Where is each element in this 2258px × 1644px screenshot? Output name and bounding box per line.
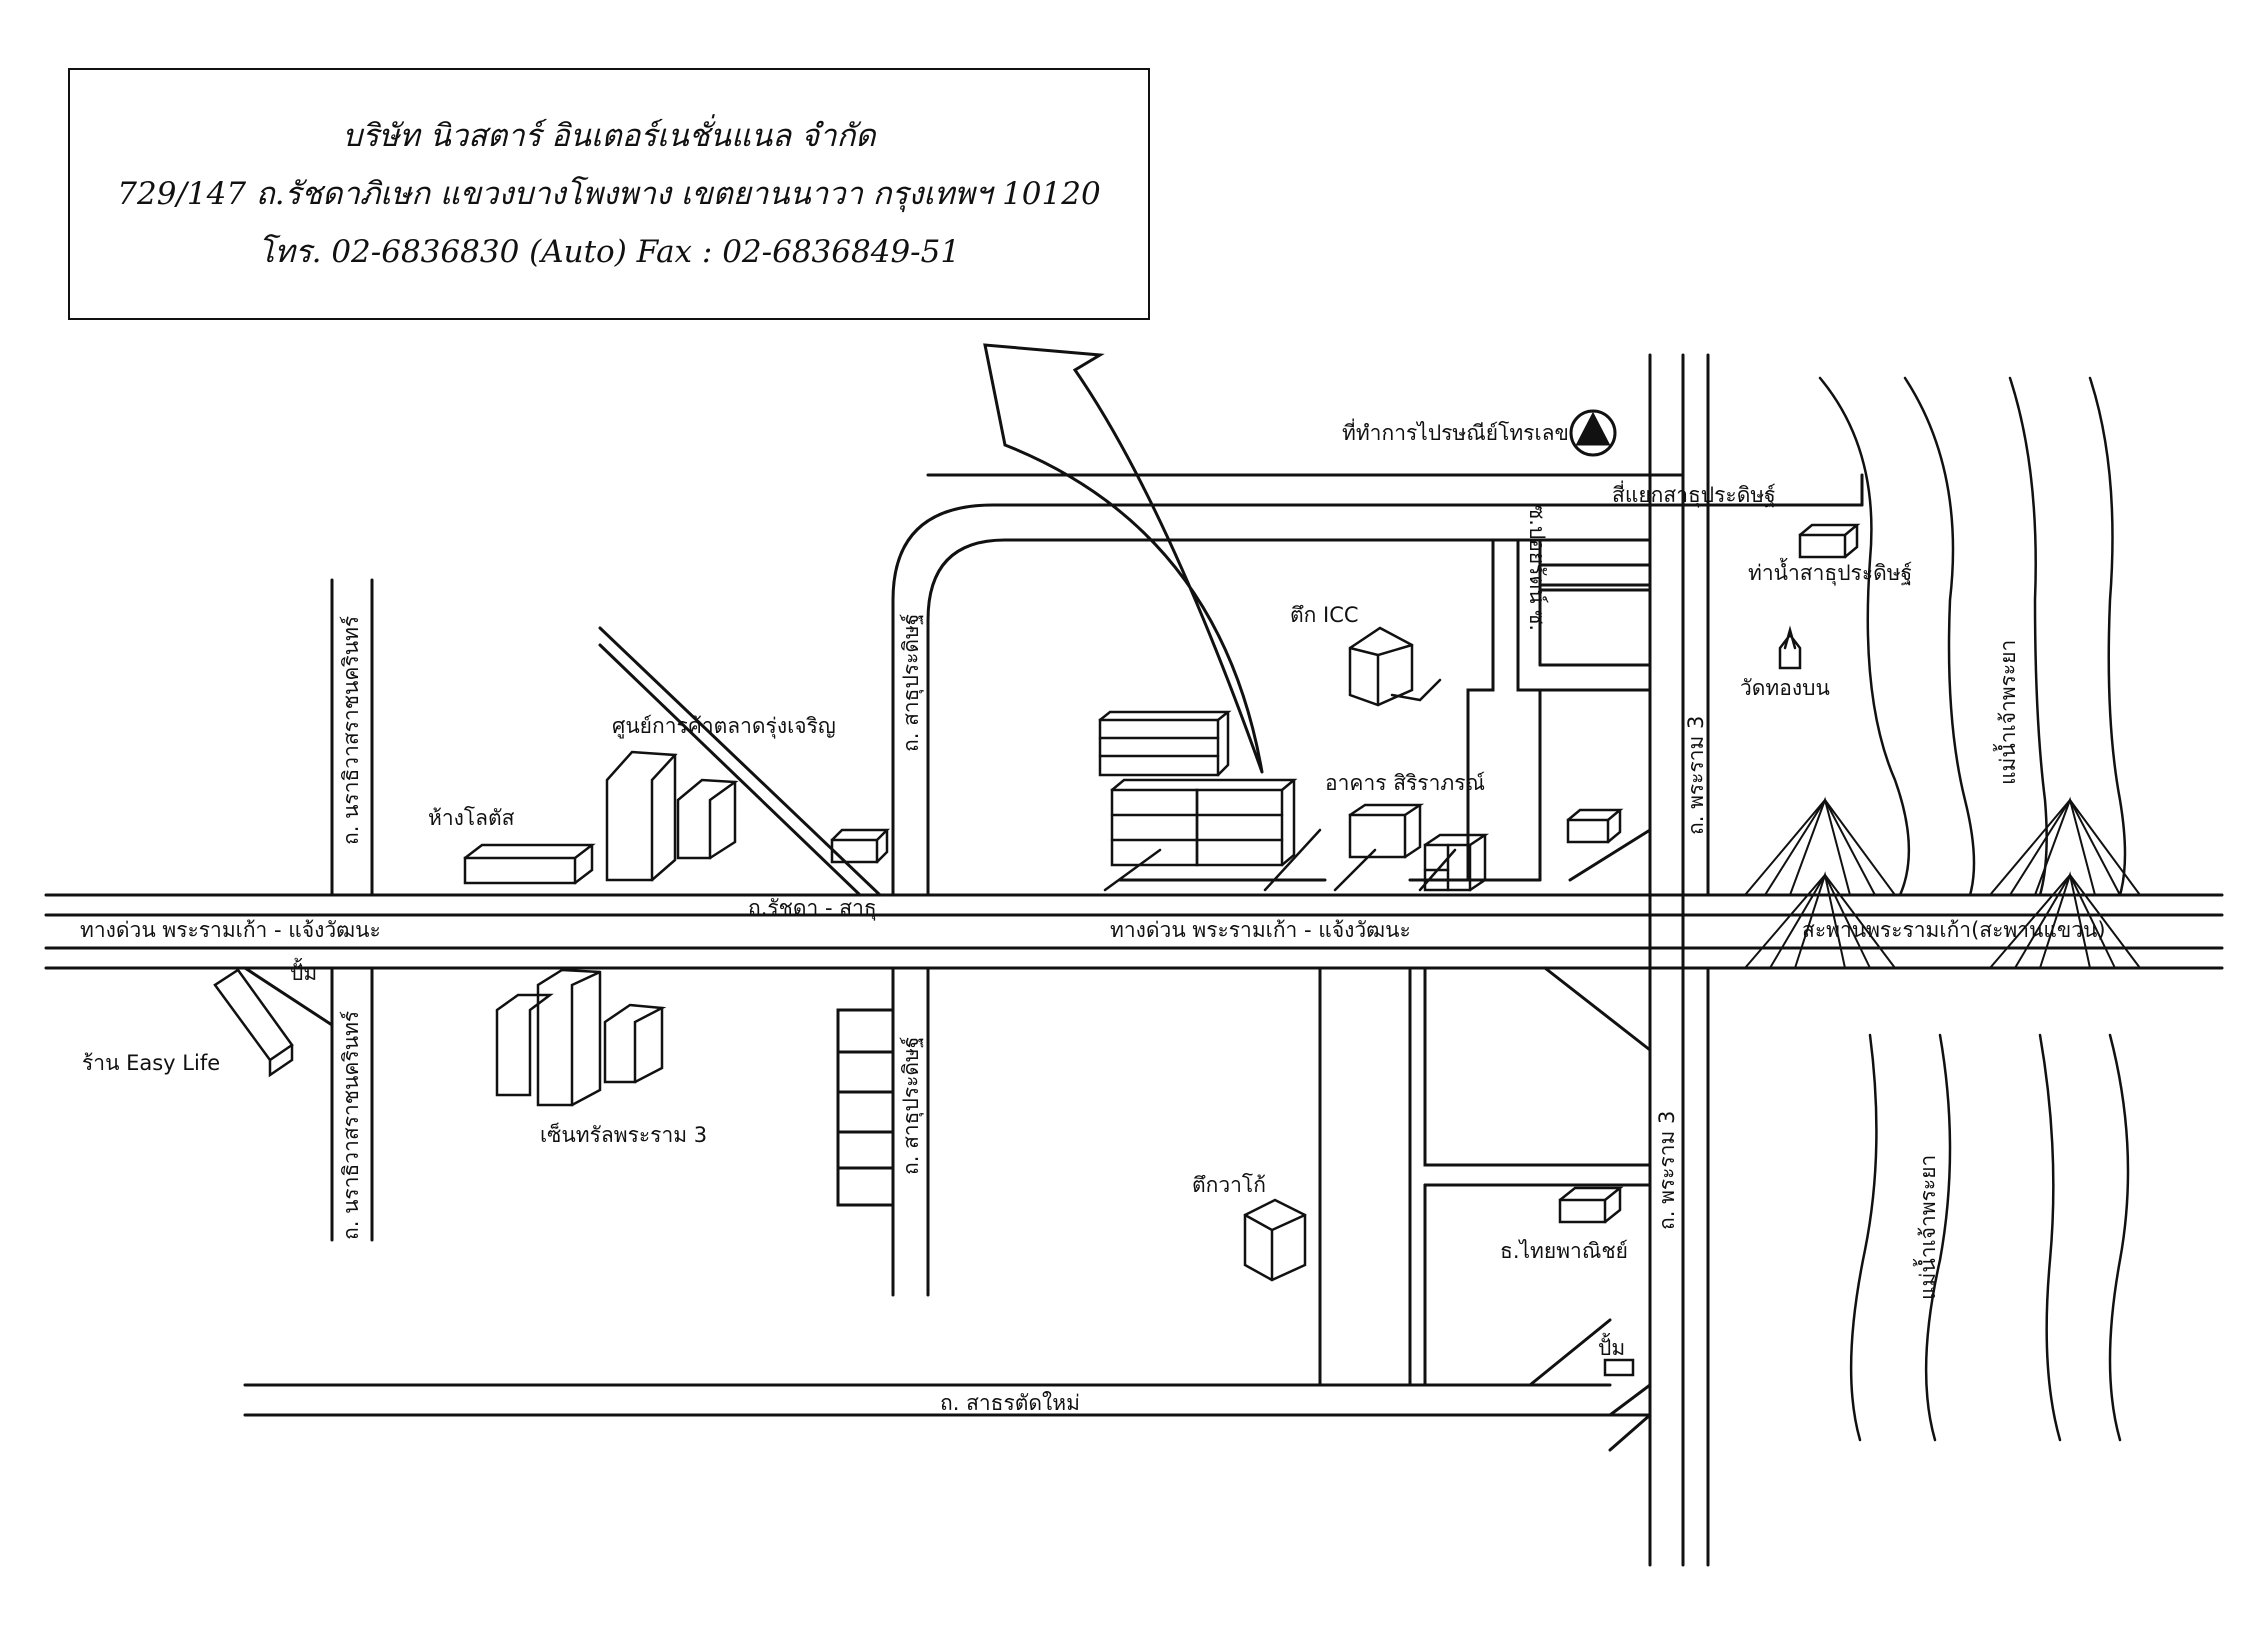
label-soi: ซ.ปอยรัตน์ ซ. <box>1525 505 1549 631</box>
label-narathiwat-bottom: ถ. นราธิวาสราชนครินทร์ <box>339 1011 363 1240</box>
label-pier: ท่าน้ำสาธุประดิษฐ์ <box>1748 558 1912 586</box>
ratchada-diagonal-road <box>598 626 882 897</box>
river-banks <box>1818 376 2130 1442</box>
triangle-in-circle-icon <box>1569 409 1617 457</box>
shophouse-row <box>836 1008 895 1207</box>
label-sathupradit-bottom: ถ. สาธุประดิษฐ์ <box>899 1037 924 1175</box>
label-rama3-bottom: ถ. พระราม 3 <box>1655 1111 1679 1230</box>
label-bridge: สะพานพระรามเก้า(สะพานแขวน) <box>1802 918 2106 942</box>
label-new-road: ถ. สาธรตัดใหม่ <box>940 1391 1080 1415</box>
label-atm-left: ปั้ม <box>290 958 317 985</box>
label-wako: ตึกวาโก้ <box>1192 1173 1266 1197</box>
label-sirirat: อาคาร สิริราภรณ์ <box>1325 771 1485 795</box>
curved-arrow-icon <box>983 343 1264 774</box>
company-header-box: บริษัท นิวสตาร์ อินเตอร์เนชั่นแนล จำกัด … <box>68 68 1150 320</box>
sathupradit-road <box>891 473 1864 1297</box>
label-ratchada-sathu: ถ.รัชดา - สาธุ <box>748 896 877 921</box>
building-icons <box>213 523 1861 1377</box>
label-expressway-center: ทางด่วน พระรามเก้า - แจ้งวัฒนะ <box>1110 918 1411 942</box>
label-atm-right: ปั้ม <box>1598 1333 1625 1360</box>
label-market-center: ศูนย์การค้าตลาดรุ่งเจริญ <box>612 714 836 739</box>
label-icc: ตึก ICC <box>1290 603 1359 627</box>
label-post-office: ที่ทำการไปรษณีย์โทรเลข <box>1342 418 1569 445</box>
label-central-rama3: เซ็นทรัลพระราม 3 <box>540 1121 707 1147</box>
company-address: 729/147 ถ.รัชดาภิเษก แขวงบางโพงพาง เขตยา… <box>117 176 1101 212</box>
company-contact: โทร. 02-6836830 (Auto) Fax : 02-6836849-… <box>257 234 961 270</box>
city-blocks <box>243 538 1652 1452</box>
company-name: บริษัท นิวสตาร์ อินเตอร์เนชั่นแนล จำกัด <box>342 118 876 154</box>
label-river-bottom: แม่น้ำเจ้าพระยา <box>1913 1155 1940 1300</box>
label-thai-bank: ธ.ไทยพาณิชย์ <box>1500 1239 1628 1263</box>
label-narathiwat-top: ถ. นราธิวาสราชนครินทร์ <box>339 616 363 845</box>
bridge-pylons <box>1744 796 2141 969</box>
narathiwat-road <box>243 578 374 1242</box>
label-rama3-top: ถ. พระราม 3 <box>1684 716 1708 835</box>
label-sathupradit-top: ถ. สาธุประดิษฐ์ <box>899 614 924 752</box>
label-lotus: ห้างโลตัส <box>428 806 515 830</box>
label-intersection: สี่แยกสาธุประดิษฐ์ <box>1612 480 1776 508</box>
label-wat: วัดทองบน <box>1740 676 1830 700</box>
rama3-road <box>1648 353 1710 1567</box>
label-expressway-left: ทางด่วน พระรามเก้า - แจ้งวัฒนะ <box>80 918 381 942</box>
label-easy-life: ร้าน Easy Life <box>82 1051 220 1075</box>
label-river-top: แม่น้ำเจ้าพระยา <box>1993 640 2020 785</box>
